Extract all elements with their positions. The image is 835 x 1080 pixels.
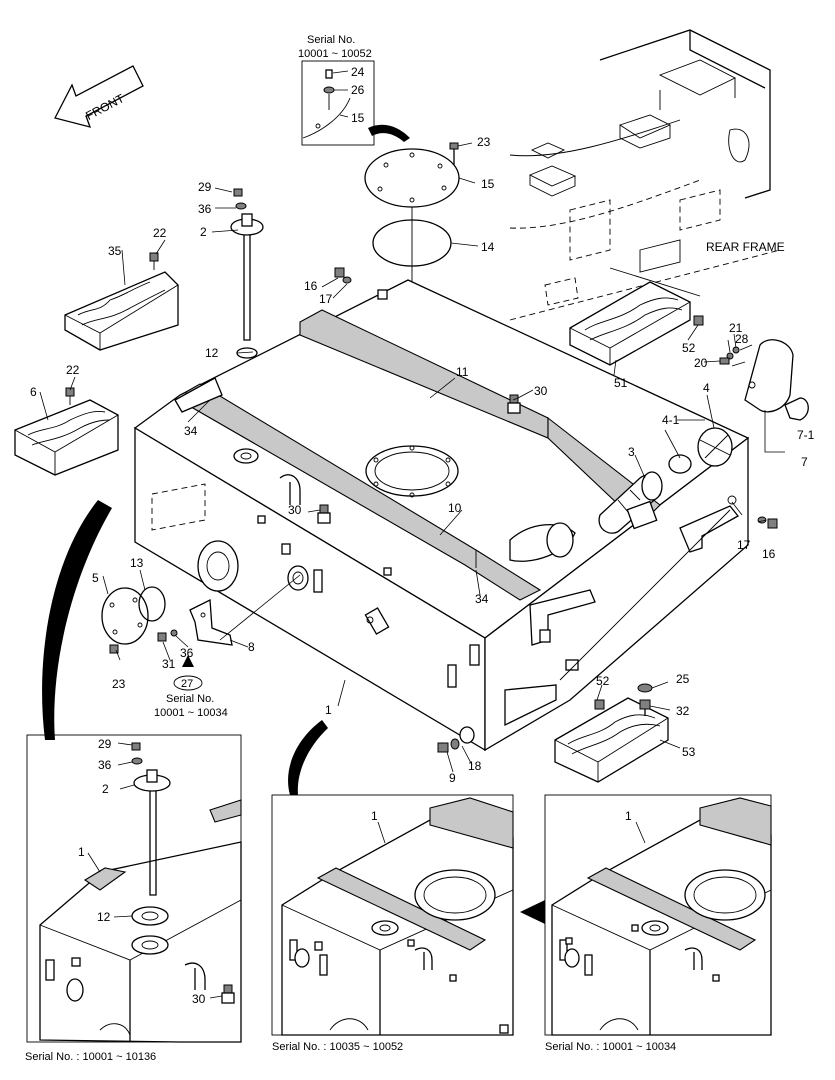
label-14: 14 bbox=[481, 240, 495, 254]
step-box-6 bbox=[14, 399, 119, 476]
label-12: 12 bbox=[205, 346, 219, 360]
label-22-left: 22 bbox=[66, 363, 80, 377]
label-31: 31 bbox=[162, 657, 176, 671]
label-16-right: 16 bbox=[762, 547, 776, 561]
inset-right-label-1: 1 bbox=[625, 809, 632, 823]
part-labels: 24 26 15 23 15 14 29 36 2 22 35 16 17 12… bbox=[30, 65, 815, 785]
inset-left-label-1: 1 bbox=[78, 845, 85, 859]
inset-right bbox=[544, 794, 772, 1036]
label-36-left: 36 bbox=[180, 646, 194, 660]
top-callout-box bbox=[301, 60, 375, 146]
label-16-top: 16 bbox=[304, 279, 318, 293]
label-17-right: 17 bbox=[737, 538, 751, 552]
label-53: 53 bbox=[682, 745, 696, 759]
top-callout-serial-title: Serial No. bbox=[307, 34, 355, 46]
plate-5 bbox=[101, 587, 149, 645]
left-callout-serial-range: 10001 ~ 10034 bbox=[154, 707, 228, 719]
bracket-8 bbox=[189, 598, 233, 646]
inset-right-caption: Serial No. : 10001 ~ 10034 bbox=[545, 1041, 676, 1053]
label-25: 25 bbox=[676, 672, 690, 686]
label-17-top: 17 bbox=[319, 292, 333, 306]
label-36: 36 bbox=[198, 202, 212, 216]
ref-27-marker bbox=[182, 655, 194, 667]
access-cover-7 bbox=[731, 339, 809, 421]
label-34-right: 34 bbox=[475, 592, 489, 606]
label-34-left: 34 bbox=[184, 424, 198, 438]
label-15-callout: 15 bbox=[351, 111, 365, 125]
label-5: 5 bbox=[92, 571, 99, 585]
label-22-top: 22 bbox=[153, 226, 167, 240]
inset-mid bbox=[271, 794, 514, 1036]
top-callout-serial-range: 10001 ~ 10052 bbox=[298, 48, 372, 60]
inset-pointer-right bbox=[520, 900, 545, 924]
inset-left bbox=[26, 734, 242, 1043]
callout-pointer-arrow bbox=[368, 124, 410, 142]
tank-cover-plate bbox=[364, 148, 460, 208]
inset-left-label-2: 2 bbox=[102, 782, 109, 796]
label-7: 7 bbox=[801, 455, 808, 469]
label-1-main: 1 bbox=[325, 703, 332, 717]
label-6: 6 bbox=[30, 385, 37, 399]
label-3: 3 bbox=[628, 445, 635, 459]
label-51: 51 bbox=[614, 376, 628, 390]
label-2: 2 bbox=[200, 225, 207, 239]
label-7-1: 7-1 bbox=[797, 428, 815, 442]
step-box-53 bbox=[554, 697, 669, 783]
label-15: 15 bbox=[481, 177, 495, 191]
label-28: 28 bbox=[735, 332, 749, 346]
inset-mid-label-1: 1 bbox=[371, 809, 378, 823]
inset-left-label-12: 12 bbox=[97, 910, 111, 924]
label-18: 18 bbox=[468, 759, 482, 773]
label-10: 10 bbox=[448, 501, 462, 515]
label-23-top: 23 bbox=[477, 135, 491, 149]
fuel-sender-unit bbox=[230, 188, 264, 341]
label-20: 20 bbox=[694, 356, 708, 370]
leader-lines bbox=[39, 142, 785, 773]
fuel-tank-body bbox=[133, 279, 750, 752]
inset-mid-caption: Serial No. : 10035 ~ 10052 bbox=[272, 1041, 403, 1053]
inset-left-label-30: 30 bbox=[192, 992, 206, 1006]
inset-pointer-mid bbox=[288, 720, 328, 795]
inset-left-caption: Serial No. : 10001 ~ 10136 bbox=[25, 1051, 156, 1063]
label-26: 26 bbox=[351, 83, 365, 97]
gasket-13 bbox=[138, 586, 166, 622]
label-9: 9 bbox=[449, 771, 456, 785]
left-callout-serial-title: Serial No. bbox=[166, 693, 214, 705]
label-4-1: 4-1 bbox=[662, 413, 680, 427]
inset-left-label-29: 29 bbox=[98, 737, 112, 751]
label-52-bottom: 52 bbox=[596, 674, 610, 688]
label-24: 24 bbox=[351, 65, 365, 79]
label-11: 11 bbox=[456, 365, 469, 379]
label-23-left: 23 bbox=[112, 677, 126, 691]
step-box-51 bbox=[569, 281, 691, 366]
label-8: 8 bbox=[248, 640, 255, 654]
hardware-bolts bbox=[65, 252, 778, 753]
label-35: 35 bbox=[108, 244, 122, 258]
ref-27-oval bbox=[173, 675, 203, 691]
step-box-35 bbox=[64, 271, 179, 351]
label-13: 13 bbox=[130, 556, 144, 570]
rear-frame-drawing bbox=[509, 29, 781, 321]
label-30-mid: 30 bbox=[288, 503, 302, 517]
ref-27-label: 27 bbox=[181, 678, 193, 690]
label-21: 21 bbox=[729, 321, 743, 335]
label-32: 32 bbox=[676, 704, 690, 718]
rear-frame-label: REAR FRAME bbox=[706, 240, 785, 254]
label-4: 4 bbox=[703, 381, 710, 395]
filler-cap-assembly bbox=[598, 427, 733, 534]
inset-pointer-left bbox=[42, 500, 112, 740]
label-52-right: 52 bbox=[682, 341, 696, 355]
cover-detail-drawing bbox=[302, 69, 351, 139]
label-30-top: 30 bbox=[534, 384, 548, 398]
inset-left-label-36: 36 bbox=[98, 758, 112, 772]
label-29: 29 bbox=[198, 180, 212, 194]
front-arrow-icon bbox=[54, 65, 144, 128]
